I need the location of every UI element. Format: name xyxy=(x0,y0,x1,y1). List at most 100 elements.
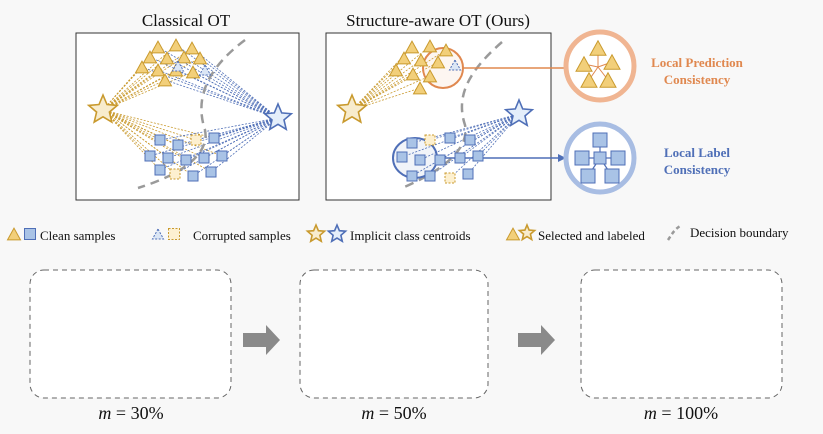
callout-local-label-line1: Local Label xyxy=(664,145,730,160)
star-icon xyxy=(326,222,348,243)
title-classical-ot: Classical OT xyxy=(142,11,231,30)
star-icon xyxy=(503,97,535,127)
triangle-icon xyxy=(413,53,429,67)
square-icon xyxy=(396,151,408,163)
triangle-icon xyxy=(184,41,200,55)
arrow-right-icon xyxy=(243,325,280,355)
corrupted-triangle-icon xyxy=(151,228,165,240)
transport-line xyxy=(449,113,520,179)
square-icon xyxy=(172,139,184,151)
star-icon xyxy=(517,222,537,242)
corrupted-triangle-icon xyxy=(448,59,462,71)
transport-line xyxy=(102,109,205,159)
transport-line xyxy=(183,56,279,119)
corrupted-square-icon xyxy=(169,168,181,180)
star-icon xyxy=(305,222,327,243)
triangle-icon xyxy=(168,38,184,52)
corrupted-square-icon xyxy=(424,134,436,146)
stage-box-50 xyxy=(299,269,489,399)
callout-local-prediction-line2: Consistency xyxy=(664,72,731,87)
square-icon xyxy=(444,132,456,144)
callout-local-prediction-line1: Local Prediction xyxy=(651,55,744,70)
transport-line xyxy=(351,69,397,111)
triangle-icon xyxy=(412,81,428,95)
corrupted-square-icon xyxy=(444,172,456,184)
square-icon xyxy=(24,228,36,240)
arrow-right-icon xyxy=(558,154,566,162)
square-icon xyxy=(574,150,590,166)
triangle-icon xyxy=(505,227,521,241)
square-icon xyxy=(454,152,466,164)
transport-line xyxy=(351,49,447,111)
transport-line xyxy=(351,59,422,111)
transport-line xyxy=(411,113,520,177)
triangle-icon xyxy=(580,71,598,88)
stage-box-100 xyxy=(580,269,783,399)
transport-line xyxy=(159,117,279,171)
triangle-icon xyxy=(157,73,173,87)
transport-line xyxy=(199,57,279,119)
square-icon xyxy=(208,132,220,144)
triangle-icon xyxy=(150,63,166,77)
transport-line xyxy=(164,79,279,119)
square-icon xyxy=(154,134,166,146)
transport-line xyxy=(102,66,143,111)
transport-line xyxy=(351,45,431,111)
square-icon xyxy=(592,132,608,148)
square-icon xyxy=(580,168,596,184)
square-icon xyxy=(198,152,210,164)
star-icon xyxy=(335,92,369,124)
corrupted-square-icon xyxy=(168,228,180,240)
triangle-icon xyxy=(150,40,166,54)
transport-line xyxy=(210,117,279,173)
square-icon xyxy=(462,168,474,180)
square-icon xyxy=(180,154,192,166)
transport-line xyxy=(102,109,197,141)
transport-line xyxy=(467,113,520,175)
stage-box-30 xyxy=(29,269,232,399)
square-icon xyxy=(593,151,607,165)
transport-line xyxy=(419,113,520,161)
square-icon xyxy=(205,166,217,178)
transport-line xyxy=(175,69,279,119)
transport-line xyxy=(102,71,194,111)
corrupted-triangle-icon xyxy=(198,64,212,76)
triangle-icon xyxy=(430,55,446,69)
corrupted-triangle-icon xyxy=(171,60,185,72)
square-icon xyxy=(144,150,156,162)
dashed-curve-icon xyxy=(666,224,681,241)
square-icon xyxy=(187,170,199,182)
square-icon xyxy=(406,170,418,182)
transport-line xyxy=(192,71,279,119)
square-icon xyxy=(610,150,626,166)
transport-line xyxy=(351,75,431,111)
triangle-icon xyxy=(603,53,621,70)
triangle-icon xyxy=(438,43,454,57)
transport-line xyxy=(192,117,279,177)
square-icon xyxy=(406,137,418,149)
triangle-icon xyxy=(589,39,607,56)
square-icon xyxy=(604,168,620,184)
triangle-icon xyxy=(6,227,22,241)
triangle-icon xyxy=(405,67,421,81)
square-icon xyxy=(216,150,228,162)
star-icon xyxy=(262,101,294,131)
transport-line xyxy=(102,109,194,177)
transport-line xyxy=(191,47,279,119)
square-icon xyxy=(154,164,166,176)
square-icon xyxy=(434,154,446,166)
legend-corrupted-label: Corrupted samples xyxy=(193,228,291,243)
transport-line xyxy=(102,69,159,111)
triangle-icon xyxy=(185,65,201,79)
transport-line xyxy=(157,69,279,119)
transport-line xyxy=(159,117,279,141)
triangle-icon xyxy=(422,69,438,83)
transport-line xyxy=(477,113,520,157)
star-icon xyxy=(86,92,120,124)
arrow-right-icon xyxy=(518,325,555,355)
transport-line xyxy=(157,46,279,119)
square-icon xyxy=(414,154,426,166)
triangle-icon xyxy=(159,51,175,65)
legend-clean-label: Clean samples xyxy=(40,228,115,243)
triangle-icon xyxy=(396,51,412,65)
